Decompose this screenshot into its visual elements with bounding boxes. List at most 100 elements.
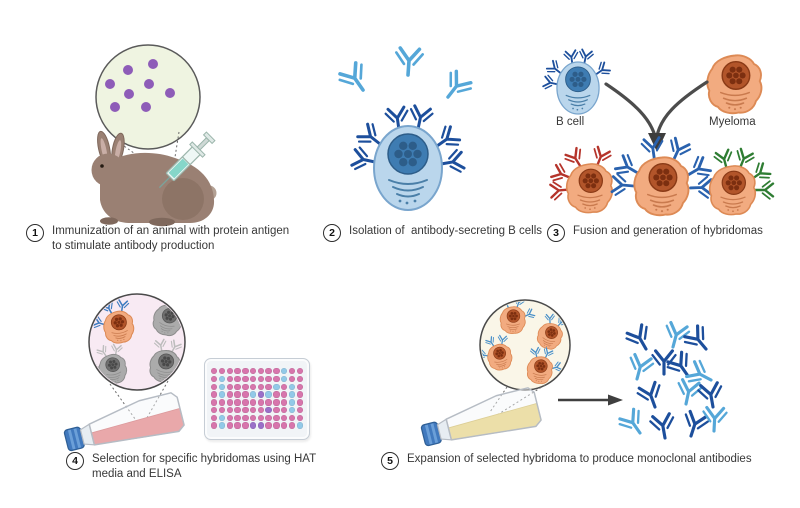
well <box>234 368 241 375</box>
well <box>211 391 218 398</box>
well <box>296 383 303 390</box>
well <box>226 375 233 383</box>
well <box>242 406 249 414</box>
selection-magnifier-circle <box>88 293 186 391</box>
well <box>234 383 241 390</box>
well <box>265 422 272 429</box>
well <box>226 406 233 414</box>
well <box>218 375 226 383</box>
well <box>211 422 218 429</box>
well <box>226 391 233 398</box>
step-5: 5 Expansion of selected hybridoma to pro… <box>381 452 800 470</box>
well <box>273 368 280 375</box>
well <box>281 368 288 375</box>
panel-isolation <box>335 45 476 211</box>
well <box>296 414 303 422</box>
well <box>288 383 296 390</box>
well <box>249 399 257 406</box>
well <box>296 391 303 398</box>
well <box>257 414 265 422</box>
well <box>242 422 249 429</box>
well <box>288 368 296 375</box>
well <box>296 399 303 406</box>
well <box>273 414 280 422</box>
antigen-particles <box>105 59 175 112</box>
well <box>242 414 249 422</box>
well <box>226 399 233 406</box>
well <box>234 375 241 383</box>
well <box>281 399 288 406</box>
well <box>281 422 288 429</box>
well <box>273 399 280 406</box>
rabbit-eye <box>100 164 104 168</box>
well <box>257 383 265 390</box>
well <box>249 383 257 390</box>
syringe-icon <box>158 131 216 189</box>
well <box>218 414 226 422</box>
myeloma-label: Myeloma <box>709 116 756 128</box>
hybridoma-green <box>708 146 775 216</box>
well <box>273 375 280 383</box>
well <box>249 375 257 383</box>
well <box>273 406 280 414</box>
well <box>234 414 241 422</box>
well <box>218 422 226 429</box>
well <box>257 375 265 383</box>
well <box>249 422 257 429</box>
well <box>281 383 288 390</box>
hybridoma-cells <box>548 135 775 217</box>
step-3: 3 Fusion and generation of hybridomas <box>547 224 800 242</box>
well <box>218 391 226 398</box>
monoclonal-antibody-cluster <box>615 320 729 442</box>
panel-fusion <box>541 48 775 217</box>
well <box>211 368 218 375</box>
well <box>242 368 249 375</box>
culture-flask-red <box>60 390 187 460</box>
well <box>288 391 296 398</box>
well <box>211 406 218 414</box>
step-2-caption: Isolation of antibody-secreting B cells <box>349 225 543 237</box>
culture-flask-yellow <box>417 385 544 455</box>
well <box>218 368 226 375</box>
well <box>249 414 257 422</box>
well <box>218 383 226 390</box>
hybridoma-blue <box>610 135 714 217</box>
well <box>265 383 272 390</box>
well <box>273 383 280 390</box>
well <box>234 391 241 398</box>
well <box>257 399 265 406</box>
well <box>296 368 303 375</box>
well <box>288 399 296 406</box>
well <box>234 399 241 406</box>
step-4: 4 Selection for specific hybridomas usin… <box>66 452 342 483</box>
step-4-caption: Selection for specific hybridomas using … <box>92 453 320 481</box>
well <box>226 414 233 422</box>
well <box>296 375 303 383</box>
well <box>257 368 265 375</box>
well <box>226 383 233 390</box>
step-5-caption: Expansion of selected hybridoma to produ… <box>407 453 752 465</box>
myeloma-cell <box>706 54 763 115</box>
well <box>242 383 249 390</box>
well <box>242 399 249 406</box>
well <box>211 383 218 390</box>
well <box>288 422 296 429</box>
well-plate-grid <box>211 368 303 429</box>
b-cell-label: B cell <box>556 116 585 128</box>
well <box>288 414 296 422</box>
flow-arrow <box>558 394 623 406</box>
96-well-plate <box>204 358 310 440</box>
well <box>281 406 288 414</box>
well <box>242 391 249 398</box>
well <box>242 375 249 383</box>
well <box>249 391 257 398</box>
well <box>226 368 233 375</box>
well <box>257 391 265 398</box>
well <box>257 422 265 429</box>
rabbit-illustration <box>91 130 217 227</box>
well <box>265 399 272 406</box>
well <box>265 406 272 414</box>
well <box>218 406 226 414</box>
well <box>281 391 288 398</box>
